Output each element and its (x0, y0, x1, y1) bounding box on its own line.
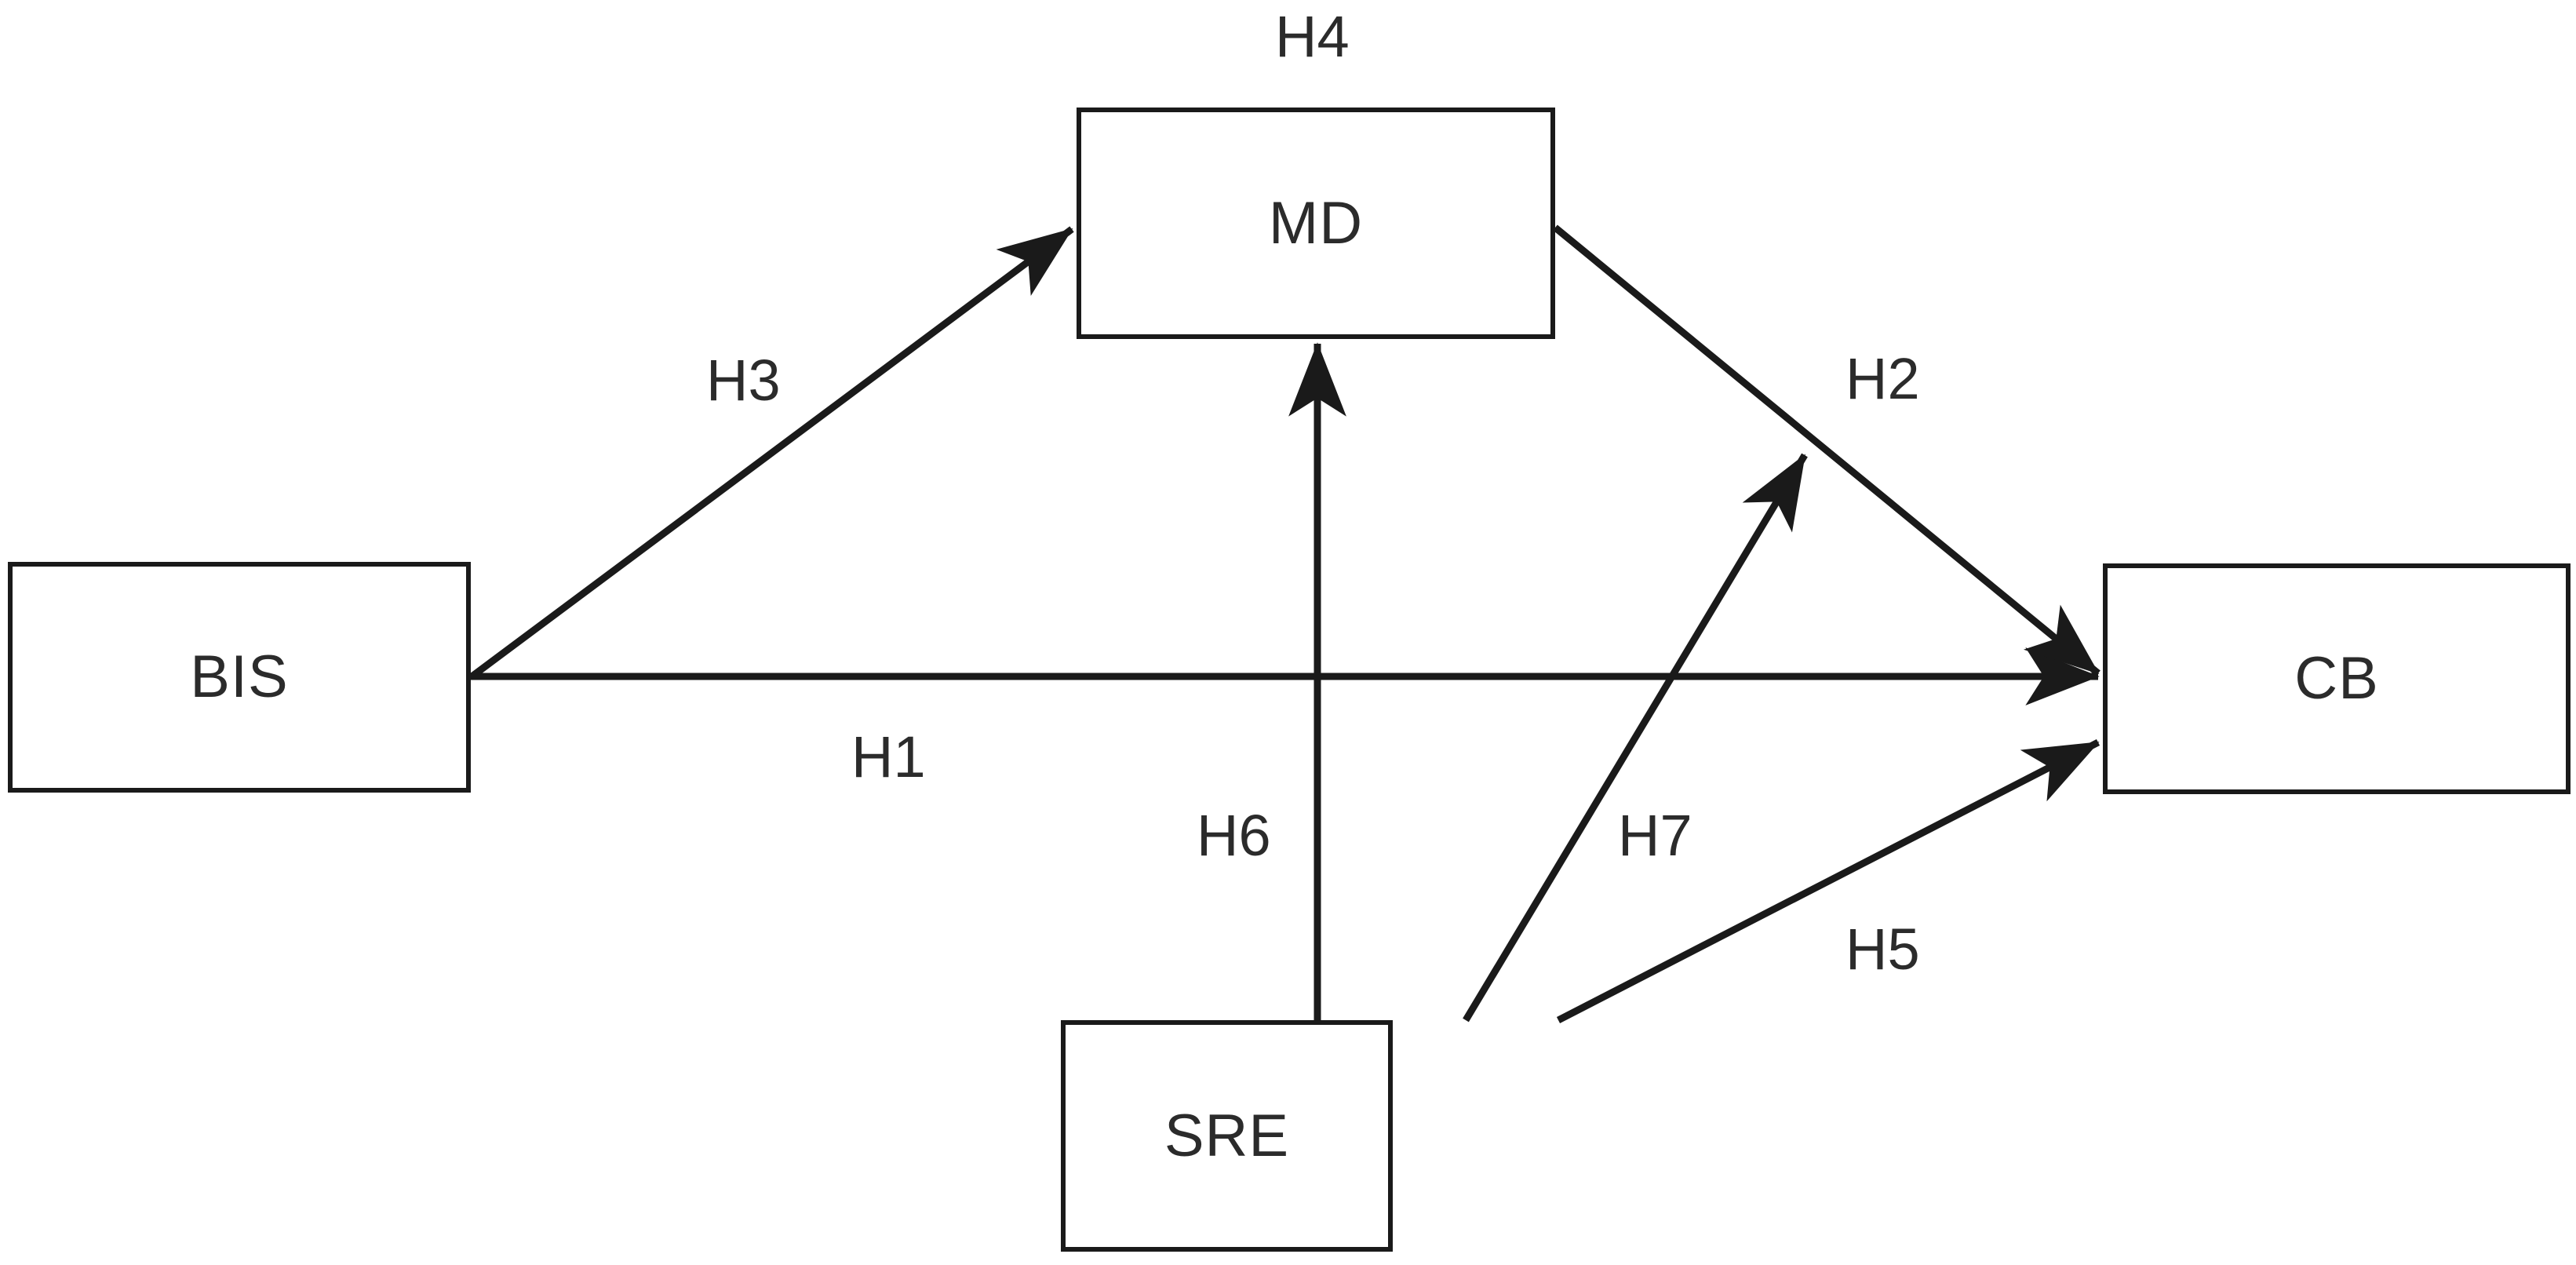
node-cb-label: CB (2294, 645, 2379, 712)
node-bis[interactable]: BIS (8, 562, 471, 793)
edge-line-h7 (1463, 453, 1808, 1023)
edge-label-h2: H2 (1845, 346, 1920, 411)
edge-label-h6: H6 (1197, 803, 1271, 868)
node-cb[interactable]: CB (2103, 563, 2571, 794)
edge-label-h5: H5 (1845, 917, 1920, 982)
node-sre-label: SRE (1164, 1102, 1290, 1169)
edge-line-h5 (1556, 738, 2101, 1024)
node-bis-label: BIS (190, 643, 289, 710)
node-md[interactable]: MD (1077, 108, 1555, 339)
edge-label-h3: H3 (706, 348, 781, 413)
edge-line-h3 (468, 226, 1074, 680)
edge-label-h7: H7 (1618, 803, 1692, 868)
edge-label-h4: H4 (1275, 4, 1350, 69)
edge-line-h2 (1553, 224, 2101, 676)
edge-label-h1: H1 (851, 724, 926, 789)
node-md-label: MD (1268, 189, 1364, 257)
node-sre[interactable]: SRE (1061, 1020, 1393, 1252)
